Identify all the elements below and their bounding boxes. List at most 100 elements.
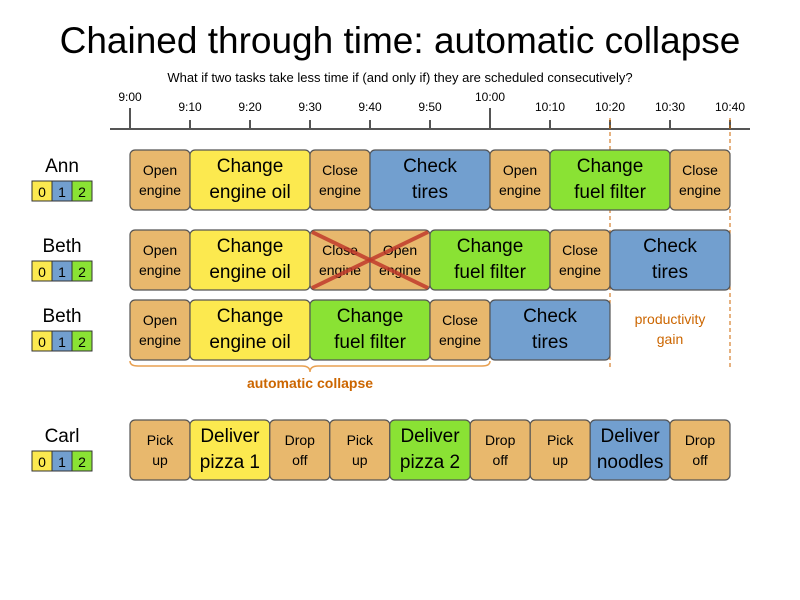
legend-swatch [71,450,93,472]
legend-number: 2 [78,334,86,350]
cross-line [311,230,429,290]
task-label: Open [503,162,537,178]
legend-number: 1 [58,454,66,470]
task-block: Close engine [309,149,371,211]
task-rect [489,149,551,211]
task-label: Drop [285,432,316,448]
task-label: up [152,452,168,468]
task-rect [489,299,611,361]
task-rect [369,229,431,291]
legend-number: 0 [38,334,46,350]
task-block: Pick up [129,419,191,481]
task-block: Open engine [489,149,551,211]
task-label: fuel filter [334,332,406,353]
automatic-collapse-annotation: automatic collapse [129,360,491,391]
task-rect [469,419,531,481]
page-subtitle: What if two tasks take less time if (and… [167,70,632,85]
productivity-gain-label: productivity [635,311,706,327]
task-block: Close engine [549,229,611,291]
task-rect [669,419,731,481]
task-label: off [692,452,707,468]
task-rect [329,419,391,481]
tick-label: 9:50 [418,100,442,114]
productivity-gain-label: gain [657,331,683,347]
tick-label: 9:20 [238,100,262,114]
task-label: Change [217,156,284,177]
task-label: Change [457,236,524,257]
task-block: Open engine [129,299,191,361]
task-label: engine [319,182,361,198]
task-label: engine [139,332,181,348]
task-label: off [493,452,508,468]
task-label: Pick [147,432,174,448]
task-label: Close [322,242,358,258]
tick-label: 9:30 [298,100,322,114]
task-label: Close [682,162,718,178]
tick-label: 10:40 [715,100,745,114]
task-label: Check [643,236,697,257]
task-label: Drop [685,432,716,448]
task-rect [669,149,731,211]
task-rect [129,229,191,291]
task-label: Change [577,156,644,177]
legend-swatch [71,260,93,282]
task-label: Pick [547,432,574,448]
legend-swatch [71,330,93,352]
task-label: Close [442,312,478,328]
task-label: Drop [485,432,516,448]
legend-number: 2 [78,184,86,200]
task-block: Drop off [669,419,731,481]
task-label: Open [383,242,417,258]
task-label: Close [562,242,598,258]
task-rect [129,149,191,211]
task-label: engine [559,262,601,278]
tick-label: 9:40 [358,100,382,114]
task-rect [529,419,591,481]
legend-number: 0 [38,264,46,280]
task-rect [309,149,371,211]
task-label: Deliver [601,426,661,447]
task-label: tires [412,182,448,203]
tick-label: 9:10 [178,100,202,114]
tick-label: 10:20 [595,100,625,114]
task-label: Change [217,236,284,257]
row-name: Carl [45,426,80,447]
task-label: Pick [347,432,374,448]
task-label: engine [139,262,181,278]
task-rect [609,229,731,291]
task-label: Open [143,162,177,178]
task-rect [429,299,491,361]
task-label: Open [143,312,177,328]
task-label: up [552,452,568,468]
legend-number: 2 [78,454,86,470]
tick-label: 10:00 [475,90,505,104]
tick-label: 10:30 [655,100,685,114]
task-label: Change [217,306,284,327]
task-rect [129,299,191,361]
legend-number: 0 [38,454,46,470]
task-label: Check [403,156,457,177]
legend-number: 1 [58,264,66,280]
task-label: engine [499,182,541,198]
task-label: Close [322,162,358,178]
task-label: Deliver [200,426,260,447]
task-label: Open [143,242,177,258]
task-block: Drop off [469,419,531,481]
row-name: Beth [42,306,81,327]
task-label: tires [532,332,568,353]
